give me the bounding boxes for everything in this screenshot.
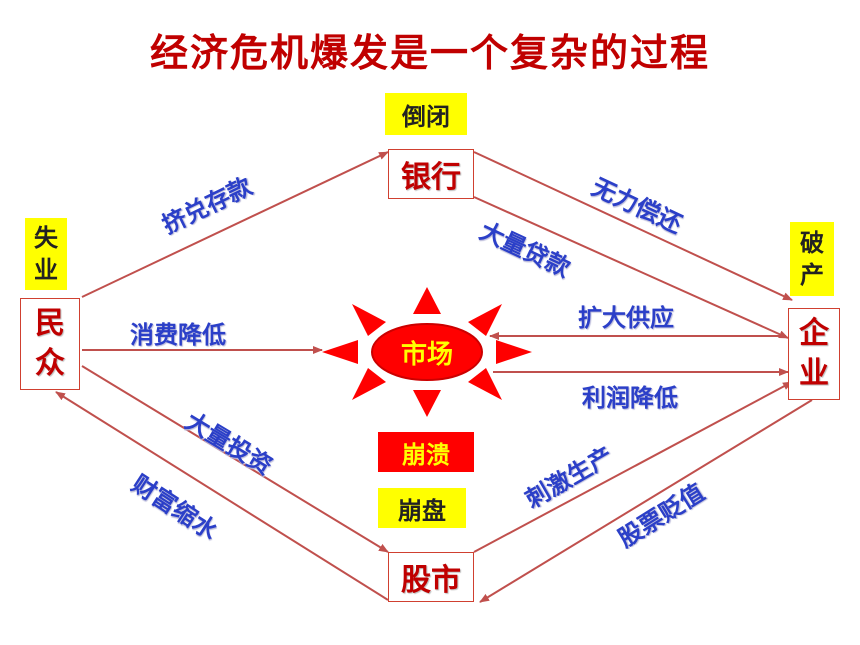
- sun-icon: [322, 287, 532, 417]
- arrow-bank-loans: [473, 196, 789, 339]
- enterprise-label-1: 企: [799, 316, 829, 351]
- diagram-title: 经济危机爆发是一个复杂的过程: [149, 31, 710, 75]
- people-status-2: 业: [34, 256, 58, 284]
- enterprise-label-2: 业: [799, 356, 829, 391]
- arrow-big-invest: [81, 365, 389, 553]
- people-label-2: 众: [35, 346, 65, 381]
- edge-label-profit-down: 利润降低: [582, 384, 678, 412]
- stock-label: 股市: [401, 563, 461, 598]
- stock-status-tag: 崩盘: [378, 488, 466, 528]
- enterprise-node: 企 业: [788, 308, 840, 400]
- enterprise-status-tag: 破 产: [790, 222, 834, 296]
- enterprise-status-2: 产: [800, 261, 824, 289]
- people-node: 民 众: [20, 298, 80, 390]
- market-label: 市场: [400, 339, 453, 370]
- stock-node: 股市: [388, 552, 474, 602]
- edge-label-expand-supply: 扩大供应: [578, 304, 674, 332]
- bank-label: 银行: [401, 160, 461, 195]
- people-label-1: 民: [35, 306, 65, 341]
- arrow-bank-to-enterprise: [473, 151, 793, 301]
- bank-status-tag: 倒闭: [385, 93, 467, 135]
- arrow-stimulate-production: [473, 381, 793, 553]
- people-status-1: 失: [34, 224, 58, 252]
- enterprise-status-1: 破: [800, 229, 824, 257]
- arrow-stock-devalue: [479, 399, 813, 603]
- people-status-tag: 失 业: [25, 218, 67, 290]
- edge-label-consumption-down: 消费降低: [130, 321, 226, 349]
- arrow-wealth-shrink: [55, 391, 389, 601]
- bank-node: 银行: [388, 149, 474, 199]
- arrow-people-to-bank: [81, 151, 389, 298]
- market-status-tag: 崩溃: [378, 432, 474, 472]
